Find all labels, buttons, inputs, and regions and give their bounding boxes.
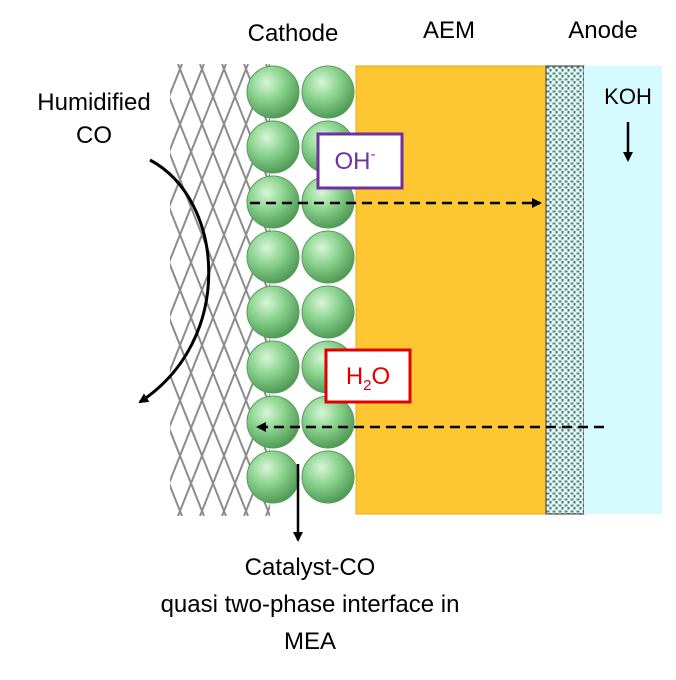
anode-electrolyte xyxy=(584,66,662,514)
co-flow-arrow xyxy=(138,158,211,404)
catalyst-sphere xyxy=(301,285,355,339)
mesh-strand xyxy=(170,227,270,484)
oh-ion-box: OH- xyxy=(316,132,404,190)
catalyst-sphere xyxy=(301,65,355,119)
anode-label: Anode xyxy=(568,17,637,44)
oh-superscript: - xyxy=(371,146,376,163)
mesh-strand xyxy=(170,64,205,153)
caption-line3: MEA xyxy=(284,628,336,655)
catalyst-sphere xyxy=(246,450,300,504)
svg-text:OH-: OH- xyxy=(335,146,376,175)
mesh-strand xyxy=(0,64,28,516)
aem-label: AEM xyxy=(423,17,475,44)
mesh-strand xyxy=(0,64,50,516)
mesh-strand xyxy=(0,64,50,516)
catalyst-sphere xyxy=(301,450,355,504)
mesh-strand xyxy=(0,64,138,516)
catalyst-sphere xyxy=(301,230,355,284)
h2o-h: H xyxy=(346,363,363,390)
oh-label: OH xyxy=(335,148,371,175)
mesh-strand xyxy=(0,64,28,516)
mesh-strand xyxy=(170,64,270,318)
gas-diffusion-mesh xyxy=(0,64,270,516)
cathode-label: Cathode xyxy=(248,20,339,47)
catalyst-sphere xyxy=(246,65,300,119)
catalyst-sphere xyxy=(301,395,355,449)
catalyst-sphere xyxy=(246,230,300,284)
catalyst-particles xyxy=(246,65,355,504)
mesh-strand xyxy=(170,427,205,516)
mesh-strand xyxy=(170,64,249,263)
catalyst-sphere xyxy=(246,340,300,394)
humidified-co-label-line2: CO xyxy=(76,122,112,149)
mesh-strand xyxy=(221,392,270,516)
mesh-strand xyxy=(170,64,227,208)
humidified-co-label-line1: Humidified xyxy=(37,89,150,116)
mesh-strand xyxy=(0,64,72,516)
mesh-strand xyxy=(170,372,227,516)
mesh-strand xyxy=(170,171,270,429)
koh-label: KOH xyxy=(604,84,652,109)
h2o-box: H2O xyxy=(324,348,412,404)
catalyst-sphere xyxy=(246,120,300,174)
h2o-subscript: 2 xyxy=(363,377,371,394)
svg-text:H2O: H2O xyxy=(346,363,390,394)
mesh-strand xyxy=(199,64,270,243)
mesh-strand xyxy=(0,64,6,516)
mesh-strand xyxy=(170,317,249,516)
caption-line2: quasi two-phase interface in xyxy=(161,591,460,618)
catalyst-sphere xyxy=(246,395,300,449)
mesh-strand xyxy=(0,64,138,516)
catalyst-sphere xyxy=(246,285,300,339)
anode-catalyst-layer xyxy=(545,65,585,515)
h2o-o: O xyxy=(372,363,391,390)
caption-line1: Catalyst-CO xyxy=(245,554,376,581)
mesh-strand xyxy=(199,337,270,516)
mesh-strand xyxy=(0,64,6,516)
mesh-strand xyxy=(0,64,72,516)
